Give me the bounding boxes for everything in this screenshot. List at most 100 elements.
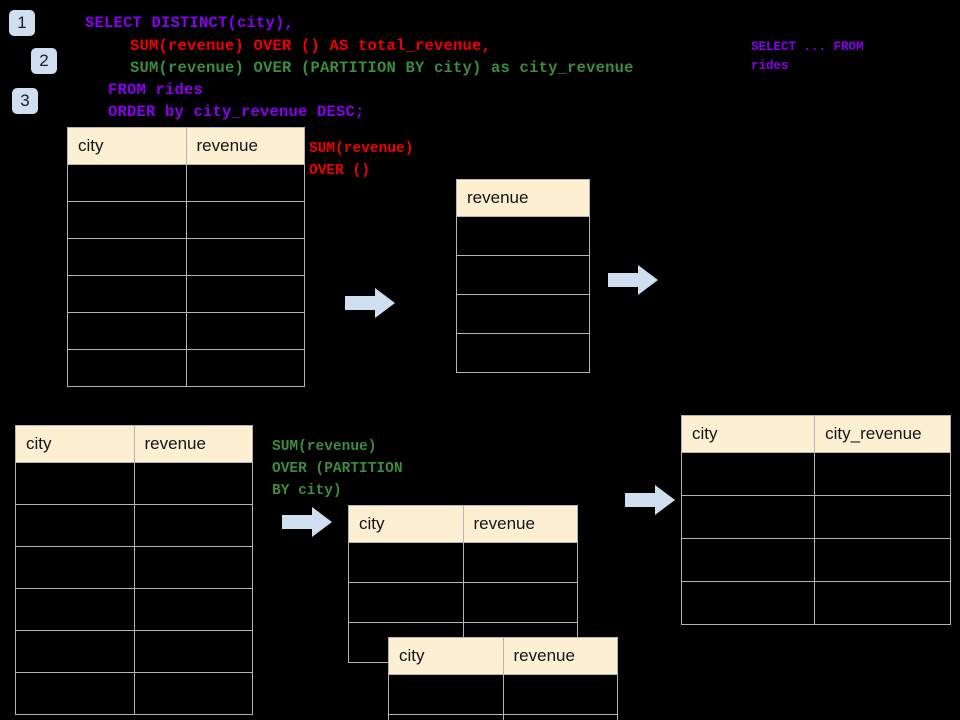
table-row [680, 581, 951, 625]
cell [185, 238, 305, 276]
cell [67, 349, 187, 387]
cell [185, 349, 305, 387]
column-header-city: city [388, 637, 504, 675]
cell [67, 312, 187, 350]
cell [185, 164, 305, 202]
column-header-revenue: revenue [462, 505, 578, 543]
table-rides-source-bottom: city revenue [15, 425, 253, 715]
cell [185, 201, 305, 239]
table-row [15, 546, 253, 589]
table-partition-back: city revenue [348, 505, 578, 663]
table-row [67, 164, 305, 202]
arrow-total-to-final [608, 265, 658, 295]
table-row [15, 630, 253, 673]
cell [67, 275, 187, 313]
sql-query-block: SELECT DISTINCT(city), SUM(revenue) OVER… [0, 0, 633, 154]
table-row [456, 294, 590, 334]
cell [388, 714, 504, 720]
cell [67, 201, 187, 239]
cell [680, 538, 816, 582]
cell [388, 674, 504, 715]
sql-line-order-by: ORDER by city_revenue DESC; [108, 103, 365, 121]
table-row [15, 672, 253, 715]
cell [348, 582, 464, 623]
table-row [456, 333, 590, 373]
table-body [67, 164, 305, 387]
table-total-revenue: revenue [456, 179, 590, 373]
table-header-row: city revenue [15, 425, 253, 463]
cell [185, 275, 305, 313]
column-header-city: city [15, 425, 135, 463]
arrow-rides-to-partition [282, 507, 332, 537]
column-header-city: city [348, 505, 464, 543]
cell [67, 238, 187, 276]
table-row [15, 588, 253, 631]
cell [15, 672, 135, 715]
cell [185, 312, 305, 350]
cell [456, 216, 590, 256]
cell [348, 542, 464, 583]
sql-line-from: FROM rides [108, 81, 204, 99]
table-body [456, 216, 590, 373]
cell [814, 538, 951, 582]
column-header-revenue: revenue [133, 425, 253, 463]
table-row [456, 255, 590, 295]
table-result: city city_revenue [680, 415, 951, 625]
cell [814, 495, 951, 539]
table-body [680, 452, 951, 625]
table-row [680, 452, 951, 496]
cell [502, 674, 618, 715]
step-badge-1: 1 [9, 10, 35, 36]
table-body [348, 542, 578, 663]
table-row [348, 542, 578, 583]
table-row [388, 714, 618, 720]
table-row [15, 504, 253, 547]
cell [67, 164, 187, 202]
table-body [15, 462, 253, 715]
cell [456, 333, 590, 373]
table-row [348, 582, 578, 623]
sql-side-note: SELECT ... FROM rides [751, 40, 864, 73]
sql-line-city-revenue: SUM(revenue) OVER (PARTITION BY city) as… [130, 59, 634, 77]
cell [680, 452, 816, 496]
arrow-partition-to-final [625, 485, 675, 515]
column-header-revenue: revenue [502, 637, 618, 675]
table-row [456, 216, 590, 256]
cell [462, 542, 578, 583]
cell [456, 255, 590, 295]
table-header-row: city revenue [388, 637, 618, 675]
cell [15, 630, 135, 673]
sql-line-select: SELECT DISTINCT(city), [85, 14, 295, 32]
cell [456, 294, 590, 334]
table-row [680, 495, 951, 539]
cell [502, 714, 618, 720]
table-row [67, 349, 305, 387]
cell [680, 581, 816, 625]
table-row [67, 201, 305, 239]
cell [133, 462, 253, 505]
table-row [15, 462, 253, 505]
table-rides-source-top: city revenue [67, 127, 305, 387]
table-row [680, 538, 951, 582]
cell [133, 546, 253, 589]
cell [15, 462, 135, 505]
cell [15, 504, 135, 547]
cell [814, 581, 951, 625]
column-header-revenue: revenue [185, 127, 305, 165]
cell [680, 495, 816, 539]
table-row [67, 238, 305, 276]
arrow-rides-to-total [345, 288, 395, 318]
sql-line-total-revenue: SUM(revenue) OVER () AS total_revenue, [130, 37, 492, 55]
cell [133, 588, 253, 631]
column-header-city-revenue: city_revenue [814, 415, 951, 453]
table-row [67, 275, 305, 313]
table-header-row: revenue [456, 179, 590, 217]
table-row [67, 312, 305, 350]
column-header-revenue: revenue [456, 179, 590, 217]
annotation-total-revenue: SUM(revenue) OVER () [309, 141, 414, 179]
table-header-row: city revenue [348, 505, 578, 543]
table-header-row: city revenue [67, 127, 305, 165]
cell [15, 546, 135, 589]
cell [133, 504, 253, 547]
